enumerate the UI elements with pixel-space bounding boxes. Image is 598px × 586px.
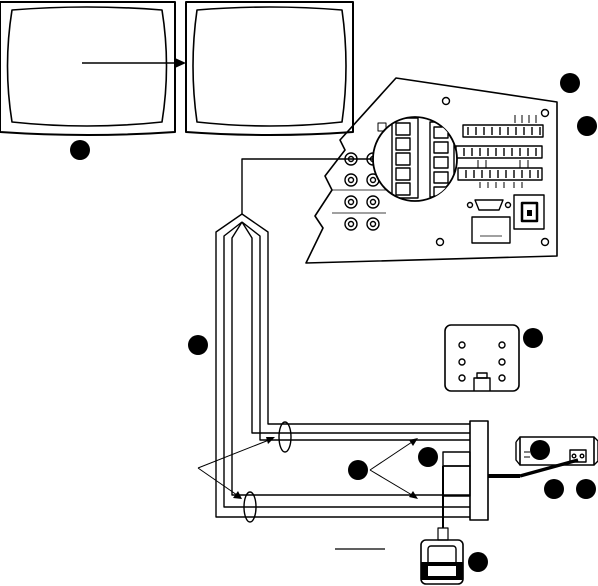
callout-module [530, 440, 550, 460]
monitor-left [0, 2, 175, 135]
callout-monitor [70, 140, 90, 160]
callout-joiner [348, 460, 368, 480]
callout-panel-side [577, 116, 597, 136]
callout-panel-top [560, 73, 580, 93]
serial-port [468, 200, 511, 210]
wall-plate [445, 325, 519, 391]
callout-conn-a [544, 479, 564, 499]
power-inlet [514, 195, 544, 229]
callout-foot-unit [468, 552, 488, 572]
splitter-module [516, 437, 598, 465]
foot-unit [421, 528, 463, 584]
junction-box [443, 421, 578, 520]
callout-cable [188, 335, 208, 355]
callout-conn-b [576, 479, 596, 499]
callout-junction [418, 447, 438, 467]
cable-ring-upper [279, 422, 291, 452]
rj45-zoom [373, 117, 457, 201]
terminal-strip-top [468, 127, 540, 135]
callout-wall-plate [523, 328, 543, 348]
monitor-right [186, 2, 353, 135]
